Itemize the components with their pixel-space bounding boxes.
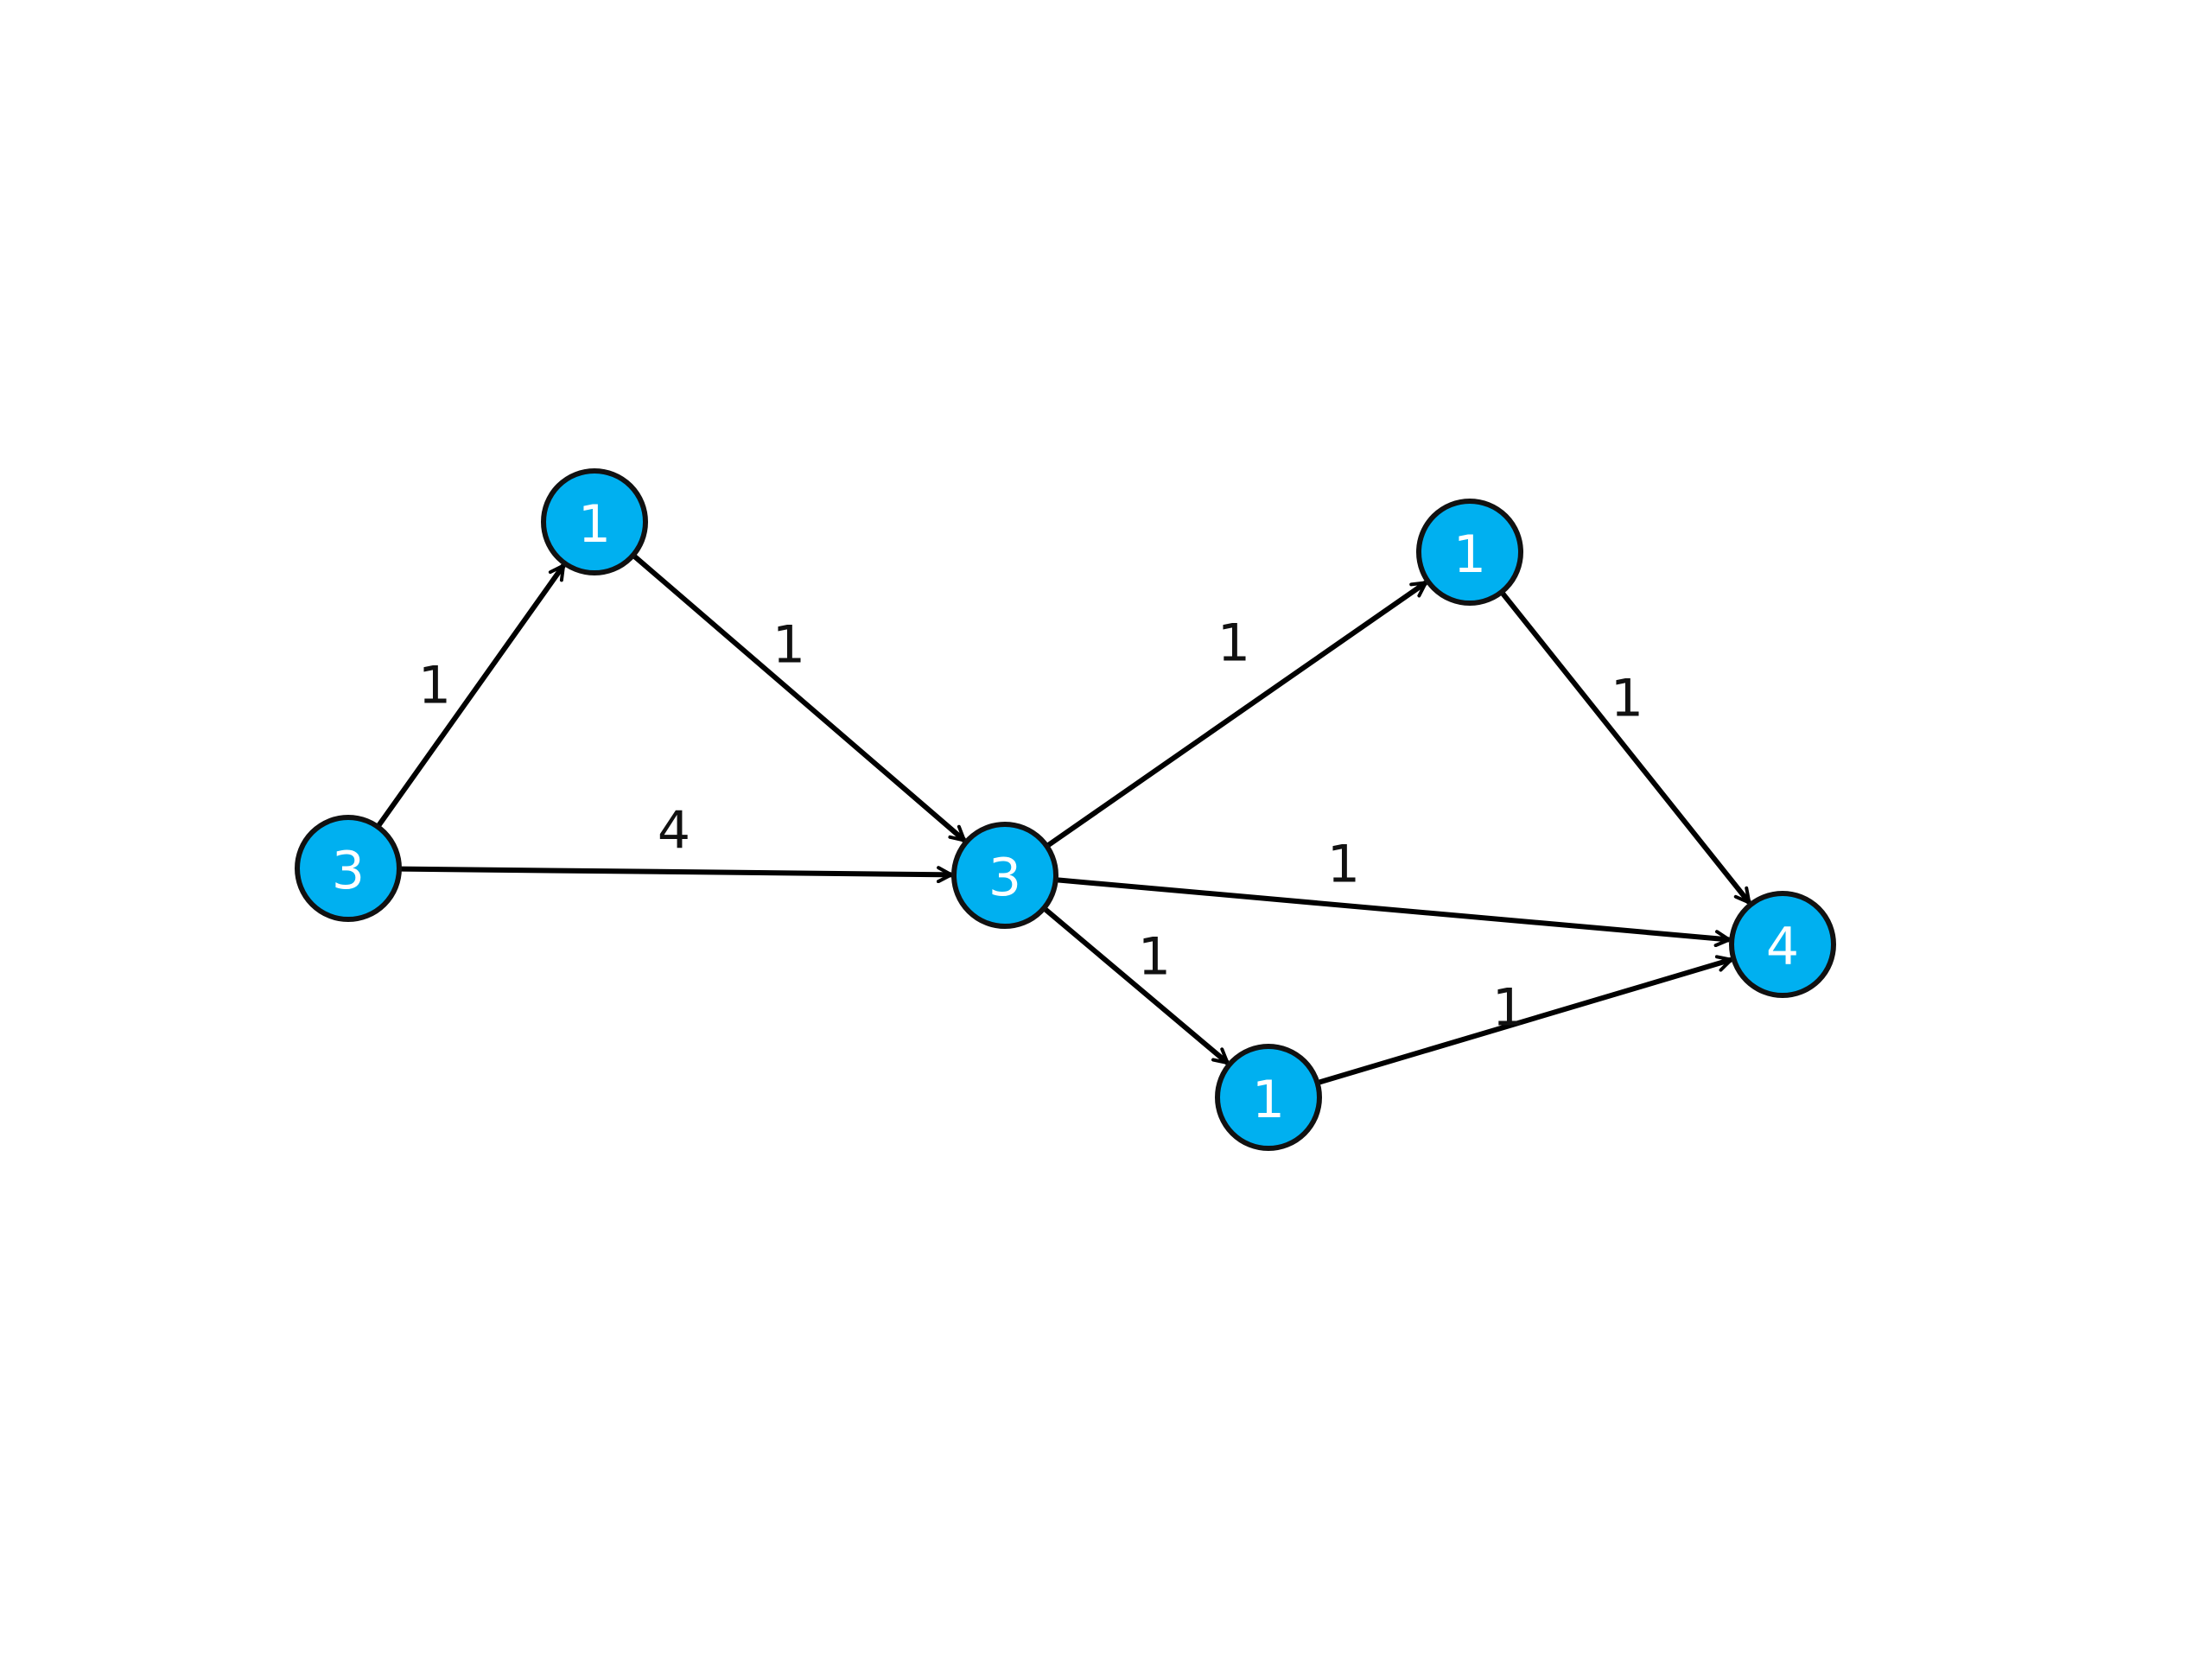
edge-arrow-n4-n6 bbox=[1500, 591, 1751, 905]
edge-arrow-n3-n4 bbox=[1046, 580, 1428, 848]
graph-node: 1 bbox=[1215, 1044, 1322, 1151]
edges-layer bbox=[376, 554, 1751, 1085]
edge-weight-label: 1 bbox=[1492, 978, 1525, 1039]
edge-arrow-n3-n6 bbox=[1057, 877, 1732, 948]
edge-weight-label: 1 bbox=[772, 615, 805, 676]
graph-node: 1 bbox=[1416, 499, 1523, 606]
graph-node: 1 bbox=[541, 468, 648, 575]
edge-labels-layer: 1 1 4 1 1 1 1 1 bbox=[418, 613, 1643, 1039]
nodes-layer: 3 1 3 1 1 4 bbox=[295, 468, 1836, 1151]
node-circle bbox=[541, 468, 648, 575]
edge-arrow-n5-n6 bbox=[1318, 955, 1733, 1085]
node-label: 1 bbox=[1453, 524, 1486, 585]
node-circle bbox=[1729, 891, 1836, 998]
node-circle bbox=[1416, 499, 1523, 606]
edge-weight-label: 1 bbox=[418, 656, 451, 716]
node-circle bbox=[951, 822, 1058, 929]
edge-arrow-n2-n3 bbox=[632, 554, 967, 842]
graph-node: 4 bbox=[1729, 891, 1836, 998]
edge-arrow-n1-n2 bbox=[376, 563, 566, 828]
node-label: 3 bbox=[988, 848, 1021, 908]
node-label: 4 bbox=[1766, 917, 1799, 977]
edge-weight-label: 1 bbox=[1138, 927, 1171, 988]
edge-weight-label: 4 bbox=[658, 801, 690, 861]
node-label: 1 bbox=[1252, 1070, 1285, 1130]
graph-node: 3 bbox=[951, 822, 1058, 929]
node-circle bbox=[295, 815, 402, 922]
edge-weight-label: 1 bbox=[1327, 835, 1360, 895]
edge-arrow-n3-n5 bbox=[1043, 907, 1230, 1065]
node-label: 1 bbox=[578, 494, 611, 555]
node-circle bbox=[1215, 1044, 1322, 1151]
edge-weight-label: 1 bbox=[1217, 613, 1250, 674]
edge-arrow-n1-n3 bbox=[400, 866, 954, 884]
node-label: 3 bbox=[332, 841, 365, 901]
graph-node: 3 bbox=[295, 815, 402, 922]
edge-weight-label: 1 bbox=[1611, 669, 1643, 729]
